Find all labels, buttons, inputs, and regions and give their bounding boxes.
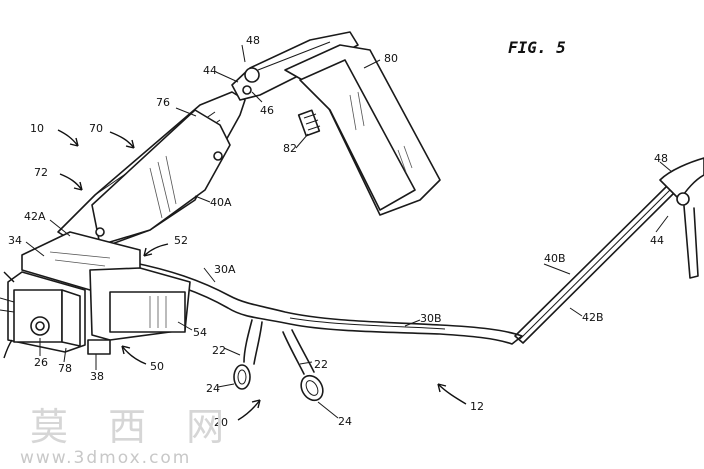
- leader-lines: [25, 44, 673, 419]
- label-44-right: 44: [650, 234, 664, 247]
- reference-labels: FIG. 5 48 44 46 80 76 82 10 70 72 40A 42…: [8, 34, 668, 429]
- label-24-left: 24: [206, 382, 220, 395]
- label-30b: 30B: [420, 312, 442, 325]
- figure-label: FIG. 5: [508, 38, 566, 57]
- label-48-top: 48: [246, 34, 260, 47]
- label-46: 46: [260, 104, 274, 117]
- label-38: 38: [90, 370, 104, 383]
- label-80: 80: [384, 52, 398, 65]
- label-50: 50: [150, 360, 164, 373]
- front-display-housing: [0, 231, 191, 355]
- label-54: 54: [193, 326, 207, 339]
- label-12: 12: [470, 400, 484, 413]
- nose-pad-left: [233, 319, 263, 390]
- label-40a: 40A: [210, 196, 232, 209]
- label-30a: 30A: [214, 263, 236, 276]
- label-82: 82: [283, 142, 297, 155]
- label-72: 72: [34, 166, 48, 179]
- label-70: 70: [89, 122, 103, 135]
- battery-housing: [284, 44, 441, 216]
- watermark-site-name: 莫 西 网: [30, 405, 238, 449]
- label-76: 76: [156, 96, 170, 109]
- label-42a: 42A: [24, 210, 46, 223]
- group-arrows: [3, 129, 467, 421]
- label-52: 52: [174, 234, 188, 247]
- label-20: 20: [214, 416, 228, 429]
- watermark: 莫 西 网 www.3dmox.com: [20, 405, 238, 468]
- label-34: 34: [8, 234, 22, 247]
- label-78: 78: [58, 362, 72, 375]
- label-26: 26: [34, 356, 48, 369]
- label-42b: 42B: [582, 311, 604, 324]
- label-10: 10: [30, 122, 44, 135]
- label-40b: 40B: [544, 252, 566, 265]
- watermark-url: www.3dmox.com: [20, 448, 191, 468]
- label-22-left: 22: [212, 344, 226, 357]
- label-22-right: 22: [314, 358, 328, 371]
- left-temple-arm: [57, 91, 246, 253]
- right-temple-arm: [514, 157, 704, 344]
- label-44-top: 44: [203, 64, 217, 77]
- nose-pad-right: [282, 329, 324, 402]
- label-24-right: 24: [338, 415, 352, 428]
- label-48-right: 48: [654, 152, 668, 165]
